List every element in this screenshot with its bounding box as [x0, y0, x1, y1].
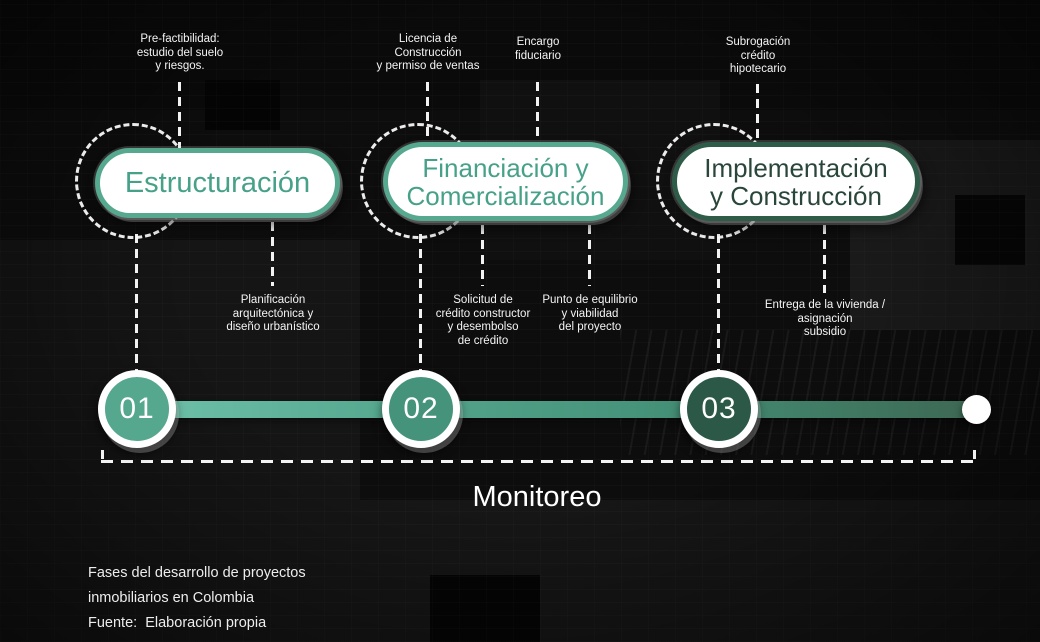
phase-pill-financiacion-comercializacion: Financiación y Comercialización	[383, 142, 628, 221]
source-caption: Fases del desarrollo de proyectos inmobi…	[88, 565, 306, 631]
annotation-encargo-fiduciario: Encargo fiduciario	[514, 36, 562, 62]
timeline-end-dot	[962, 395, 991, 424]
annotation-prefactibilidad: Pre-factibilidad: estudio del suelo y ri…	[136, 33, 224, 72]
connector-phase-3-timeline	[717, 234, 720, 372]
timeline-step-2: 02	[382, 370, 460, 448]
monitoring-bracket-tick-left	[101, 450, 104, 463]
annotation-planificacion: Planificación arquitectónica y diseño ur…	[226, 294, 320, 333]
connector-subrogacion	[756, 84, 759, 142]
monitoring-bracket-tick-right	[973, 450, 976, 463]
phase-pill-estructuracion: Estructuración	[95, 148, 340, 218]
annotation-solicitud-credito: Solicitud de crédito constructor y desem…	[435, 294, 531, 347]
annotation-punto-equilibrio: Punto de equilibrio y viabilidad del pro…	[542, 294, 638, 333]
annotation-subrogacion-credito: Subrogación crédito hipotecario	[725, 36, 791, 75]
timeline-step-3: 03	[680, 370, 758, 448]
monitoring-label: Monitoreo	[472, 481, 602, 513]
connector-encargo	[536, 82, 539, 142]
connector-planificacion	[271, 222, 274, 286]
annotation-entrega-vivienda: Entrega de la vivienda / asignación subs…	[764, 299, 886, 338]
connector-solicitud	[481, 225, 484, 286]
timeline-bar	[140, 401, 976, 418]
connector-phase-2-timeline	[419, 234, 422, 372]
connector-prefactibilidad	[178, 82, 181, 148]
connector-punto-equilibrio	[588, 225, 591, 286]
annotation-licencia-construccion: Licencia de Construcción y permiso de ve…	[376, 33, 480, 72]
connector-entrega	[823, 225, 826, 293]
timeline-step-1: 01	[98, 370, 176, 448]
monitoring-bracket-line	[101, 460, 979, 463]
connector-licencia	[426, 82, 429, 142]
phase-pill-implementacion-construccion: Implementación y Construcción	[672, 142, 920, 221]
connector-phase-1-timeline	[135, 234, 138, 372]
